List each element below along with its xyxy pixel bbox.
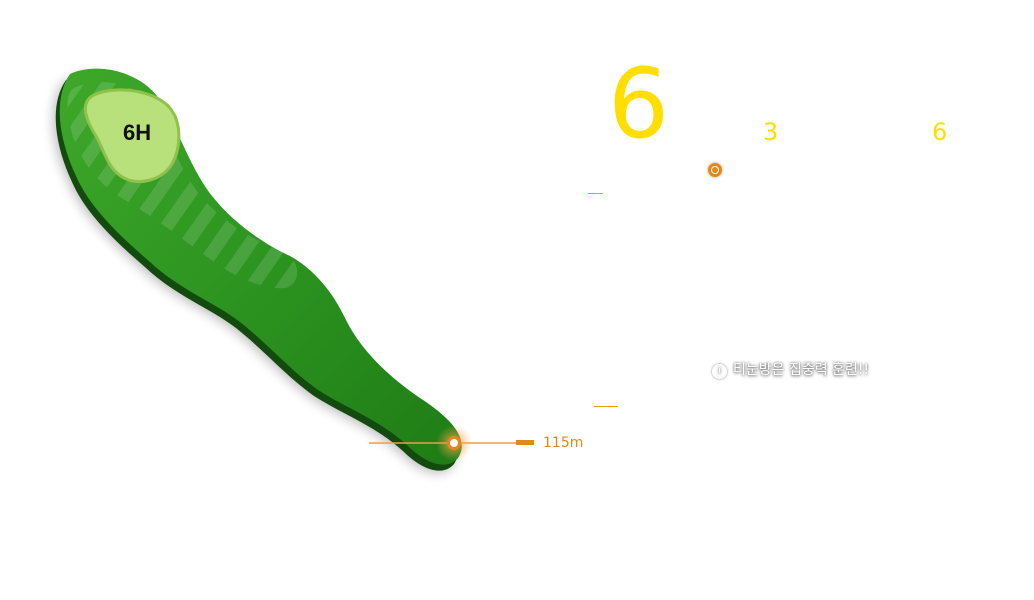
tip-text: 티눈방은 집중력 훈련!! [733, 362, 870, 378]
distance-line-cap [516, 440, 534, 445]
divider-top [588, 193, 603, 194]
hole-map-label: 6H [123, 120, 152, 145]
pin-marker [708, 163, 722, 177]
tee-marker [447, 436, 461, 450]
handicap-value: 6 [932, 118, 948, 146]
putting-green [83, 88, 181, 183]
info-icon: i [712, 364, 727, 379]
distance-label: 115m [543, 435, 584, 451]
par-value: 3 [763, 118, 779, 146]
hole-number: 6 [608, 48, 670, 160]
tip-note: i 티눈방은 집중력 훈련!! [712, 361, 869, 379]
divider-bottom [594, 406, 618, 407]
